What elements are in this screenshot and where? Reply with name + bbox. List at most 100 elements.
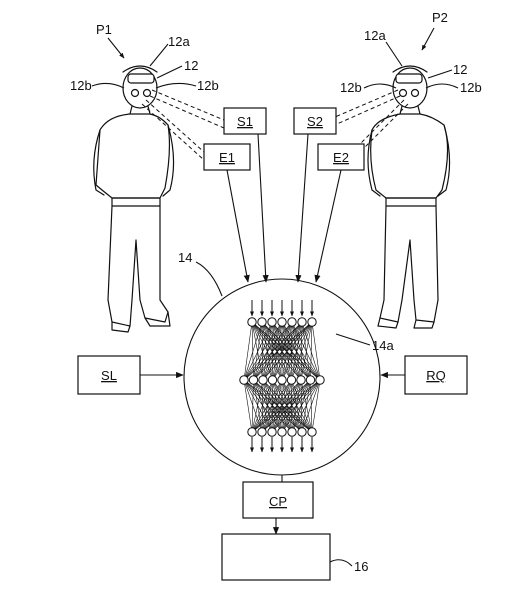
nn-node (267, 427, 277, 437)
nn-connection (271, 379, 321, 433)
output-label-cp: CP (269, 494, 287, 509)
nn-node (287, 317, 297, 327)
headset-label-12b-right-outer: 12b (460, 80, 482, 95)
person-p1-figure (93, 65, 175, 333)
nn-node (277, 317, 287, 327)
nn-connection (262, 321, 313, 381)
nn-connection (291, 321, 313, 381)
nn-connection (243, 321, 283, 381)
nn-connection (251, 379, 283, 433)
leader-device (329, 559, 353, 567)
nn-node (287, 427, 297, 437)
leader-12-right (427, 69, 453, 79)
input-label-sl: SL (101, 368, 117, 383)
nn-node (267, 317, 277, 327)
nn-node (247, 317, 257, 327)
headset-label-12a-right: 12a (364, 28, 386, 43)
nn-node (247, 427, 257, 437)
person-p2-figure (367, 65, 451, 329)
nn-connection (251, 379, 302, 433)
nn-connection (243, 321, 293, 381)
nn-node (277, 427, 287, 437)
sensor-arrows (226, 133, 342, 283)
person-p1-label: P1 (96, 22, 112, 37)
network-label: 14 (178, 250, 192, 265)
leader-12-left (156, 65, 183, 79)
nn-node (239, 375, 249, 385)
nn-connection (243, 379, 253, 433)
nn-connection (311, 379, 321, 433)
leader-12b-right-inner (363, 83, 397, 89)
nn-connection (301, 379, 321, 433)
nn-connection (243, 321, 303, 381)
nn-connection (251, 379, 264, 433)
sensor-box-s1 (223, 107, 267, 135)
nn-node (258, 375, 268, 385)
leader-network-core (335, 333, 371, 346)
nn-node (307, 427, 317, 437)
leader-12a-right (385, 41, 403, 67)
nn-node (277, 375, 287, 385)
sensor-box-s2 (293, 107, 337, 135)
nn-node (257, 427, 267, 437)
nn-connection (310, 321, 313, 381)
nn-node (307, 317, 317, 327)
input-box-rq (404, 355, 468, 395)
nn-connection (251, 379, 311, 433)
nn-connection (281, 321, 313, 381)
sensor-label-s2: S2 (307, 114, 323, 129)
leader-12b-left-inner (155, 82, 197, 89)
nn-connection (253, 321, 313, 381)
headset-label-12b-left-outer: 12b (70, 78, 92, 93)
headset-label-12a-left: 12a (168, 34, 190, 49)
headset-label-12b-right-inner: 12b (340, 80, 362, 95)
nn-node (267, 375, 278, 385)
sensor-box-e2 (317, 143, 365, 171)
nn-node (248, 375, 259, 385)
sensor-box-e1 (203, 143, 251, 171)
nn-connection (243, 321, 313, 381)
nn-node (297, 317, 307, 327)
p1-dashed-links (141, 89, 225, 161)
nn-connection (311, 321, 321, 381)
nn-connection (243, 321, 263, 381)
nn-connection (300, 321, 313, 381)
headset-label-12-right: 12 (453, 62, 467, 77)
nn-node (315, 375, 325, 385)
nn-connection (251, 379, 292, 433)
nn-connection (243, 321, 253, 381)
person-p2-label: P2 (432, 10, 448, 25)
device-box-16 (221, 533, 331, 581)
network-core-label: 14a (372, 338, 394, 353)
leader-12b-left-outer (91, 82, 125, 89)
nn-connection (272, 321, 313, 381)
input-label-rq: RQ (426, 368, 446, 383)
nn-connection (261, 379, 321, 433)
sensor-label-e2: E2 (333, 150, 349, 165)
nn-node (297, 427, 307, 437)
nn-node (296, 375, 306, 385)
nn-connection (291, 379, 321, 433)
neural-network-graph (239, 300, 325, 453)
nn-connection (251, 379, 273, 433)
headset-label-12-left: 12 (184, 58, 198, 73)
sensor-label-s1: S1 (237, 114, 253, 129)
device-label: 16 (354, 559, 368, 574)
sensor-label-e1: E1 (219, 150, 235, 165)
output-box-cp (242, 481, 314, 519)
headset-label-12b-left-inner: 12b (197, 78, 219, 93)
nn-node (257, 317, 267, 327)
leader-network (195, 261, 223, 297)
nn-connection (251, 379, 321, 433)
leader-12b-right-outer (425, 83, 459, 89)
nn-connection (281, 379, 321, 433)
nn-connection (243, 321, 273, 381)
person-p2-arrow (421, 27, 435, 51)
nn-node (305, 375, 316, 385)
nn-connection (251, 379, 254, 433)
nn-node (286, 375, 297, 385)
leader-12a-left (149, 43, 169, 67)
person-p1-arrow (107, 37, 125, 59)
